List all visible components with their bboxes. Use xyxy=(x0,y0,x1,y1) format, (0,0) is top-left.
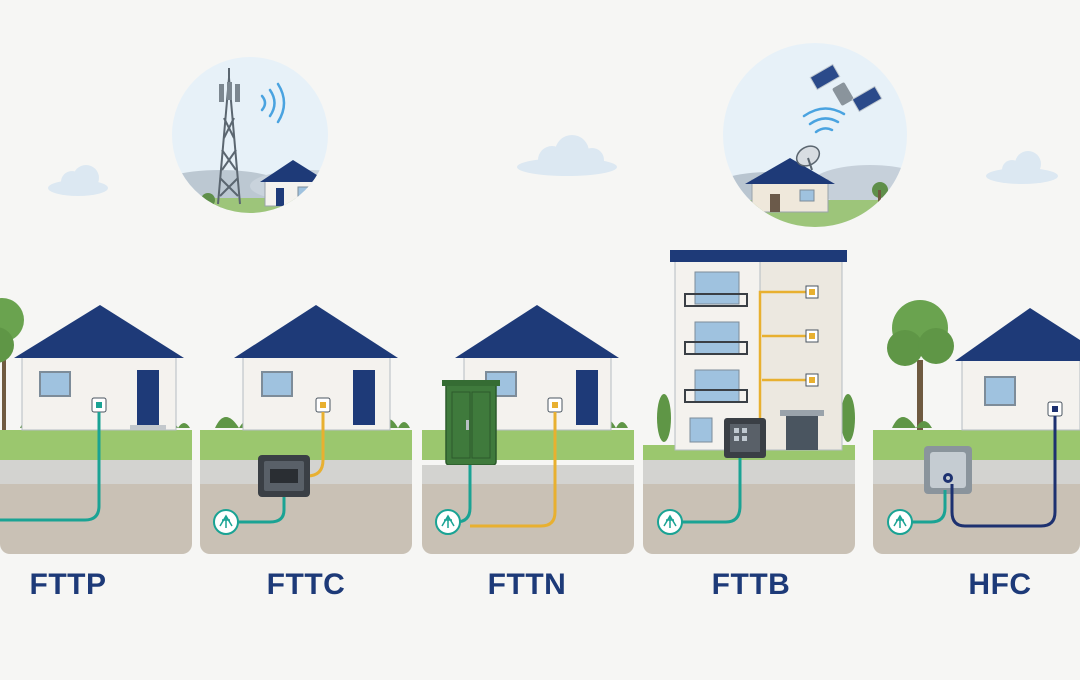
panel-fttb xyxy=(643,250,855,554)
cell-tower-icon xyxy=(217,68,241,205)
label-fttb: FTTB xyxy=(711,568,791,601)
panel-fttc xyxy=(200,305,412,554)
cloud-icon xyxy=(48,165,108,196)
fibre-line xyxy=(0,412,101,522)
panel-fttn xyxy=(422,305,634,554)
cloud-icon xyxy=(517,135,617,176)
apartment-building xyxy=(670,250,847,451)
fibre-line xyxy=(912,490,947,524)
label-hfc: HFC xyxy=(968,568,1032,601)
street-cabinet xyxy=(442,380,500,466)
copper-line xyxy=(470,412,557,528)
fibre-line xyxy=(682,458,742,524)
building-distribution-box xyxy=(724,418,766,458)
fibre-node-icon xyxy=(657,509,683,535)
tree-icon xyxy=(0,298,24,430)
fibre-node-icon xyxy=(887,509,913,535)
signal-waves-icon xyxy=(802,107,846,134)
cloud-icon xyxy=(986,151,1058,184)
signal-waves-icon xyxy=(260,82,286,124)
house xyxy=(955,308,1080,431)
fibre-node-icon xyxy=(213,509,239,535)
satellite-dish-icon xyxy=(795,145,821,171)
panel-fttp xyxy=(0,298,192,554)
label-fttp: FTTP xyxy=(29,568,107,601)
house xyxy=(234,305,398,431)
distribution-point-unit xyxy=(258,455,310,497)
fibre-line xyxy=(238,497,286,524)
label-fttn: FTTN xyxy=(487,568,567,601)
fixed-wireless-illustration xyxy=(172,57,328,213)
satellite-illustration xyxy=(723,43,907,227)
copper-riser xyxy=(758,290,808,420)
panel-hfc xyxy=(873,300,1080,554)
tree-icon xyxy=(657,394,855,442)
coax-line xyxy=(950,416,1057,528)
tree-icon xyxy=(887,300,954,430)
satellite-icon xyxy=(809,63,883,113)
hfc-tap-box xyxy=(924,446,972,494)
label-fttc: FTTC xyxy=(266,568,346,601)
fibre-node-icon xyxy=(435,509,461,535)
